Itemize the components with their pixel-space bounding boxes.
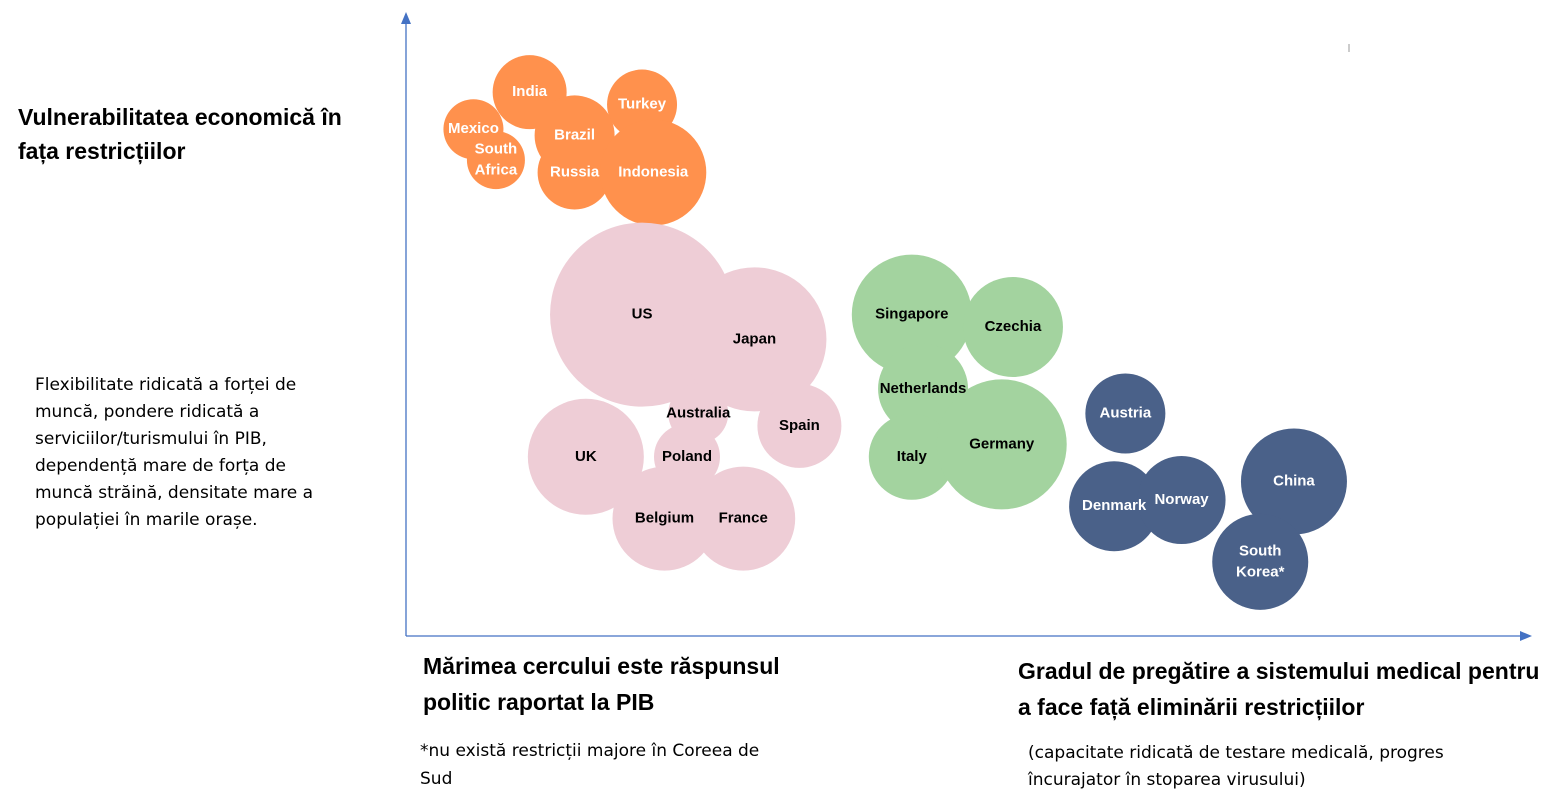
bubble-label-indonesia: Indonesia bbox=[618, 163, 689, 180]
y-axis-title: Vulnerabilitatea economică în fața restr… bbox=[18, 104, 342, 164]
bubble-label-austria: Austria bbox=[1100, 404, 1152, 421]
bubble-italy bbox=[868, 413, 955, 500]
bubble-denmark bbox=[1069, 461, 1160, 552]
bubble-label-france: France bbox=[719, 510, 768, 527]
bubble-label-germany: Germany bbox=[969, 435, 1035, 452]
bubble-label-netherlands: Netherlands bbox=[880, 380, 967, 397]
bubble-indonesia bbox=[600, 119, 707, 226]
bubble-label-uk: UK bbox=[575, 448, 597, 465]
bubble-south-africa bbox=[466, 131, 525, 190]
bubble-label-russia: Russia bbox=[550, 163, 600, 180]
bubble-size-note: Mărimea cercului este răspunsul politic … bbox=[423, 653, 780, 715]
bubble-label-turkey: Turkey bbox=[618, 95, 667, 112]
bubble-label-singapore: Singapore bbox=[875, 306, 948, 323]
bubble-label-czechia: Czechia bbox=[985, 318, 1042, 335]
bubble-belgium bbox=[612, 466, 717, 571]
bubble-netherlands bbox=[878, 343, 969, 434]
bubble-france bbox=[691, 466, 796, 571]
bubble-norway bbox=[1137, 456, 1226, 545]
bubble-label-belgium: Belgium bbox=[635, 510, 694, 527]
bubble-layer bbox=[443, 55, 1347, 610]
bubble-label-india: India bbox=[512, 83, 548, 100]
bubble-germany bbox=[936, 379, 1067, 510]
footnote: *nu există restricții majore în Coreea d… bbox=[420, 741, 760, 789]
bubble-label-us: US bbox=[632, 306, 653, 323]
bubble-japan bbox=[682, 267, 827, 412]
bubble-label-australia: Australia bbox=[666, 404, 731, 421]
bubble-label-spain: Spain bbox=[779, 417, 820, 434]
bubble-label-mexico: Mexico bbox=[448, 120, 499, 137]
bubble-label-china: China bbox=[1273, 472, 1315, 489]
bubble-austria bbox=[1085, 373, 1166, 454]
y-axis-description: Flexibilitate ridicată a forței de muncă… bbox=[35, 375, 314, 530]
bubble-label-poland: Poland bbox=[662, 448, 712, 465]
x-axis-title: Gradul de pregătire a sistemului medical… bbox=[1018, 658, 1540, 720]
bubble-label-norway: Norway bbox=[1154, 491, 1209, 508]
bubble-uk bbox=[527, 398, 644, 515]
bubble-south-korea bbox=[1212, 513, 1309, 610]
x-axis-description: (capacitate ridicată de testare medicală… bbox=[1028, 743, 1444, 790]
bubble-label-japan: Japan bbox=[733, 330, 776, 347]
bubble-label-brazil: Brazil bbox=[554, 126, 595, 143]
bubble-label-denmark: Denmark bbox=[1082, 497, 1147, 514]
bubble-russia bbox=[537, 135, 612, 210]
bubble-singapore bbox=[851, 254, 972, 375]
bubble-czechia bbox=[962, 277, 1063, 377]
bubble-label-italy: Italy bbox=[897, 448, 928, 465]
bubble-spain bbox=[757, 383, 842, 468]
bubble-china bbox=[1240, 428, 1347, 535]
